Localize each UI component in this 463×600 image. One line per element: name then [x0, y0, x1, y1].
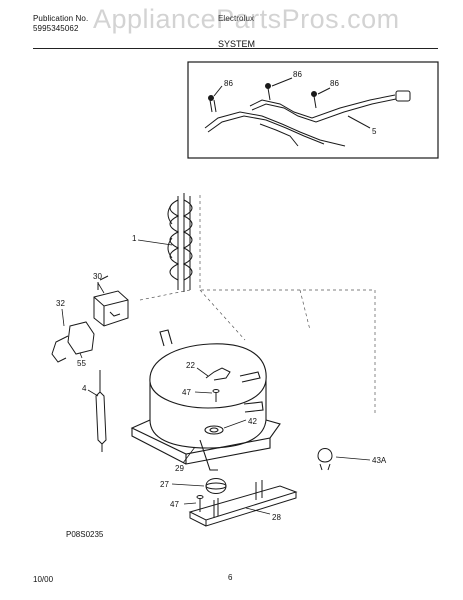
callout-5: 5 [372, 127, 377, 136]
callout-28: 28 [272, 513, 281, 522]
callout-86-c: 86 [330, 79, 339, 88]
overload-relay [51, 275, 129, 363]
page-number: 6 [228, 573, 233, 582]
diagram-code: P08S0235 [66, 530, 104, 539]
callout-55: 55 [77, 359, 86, 368]
publication-label: Publication No. [33, 14, 89, 23]
section-title: SYSTEM [218, 39, 256, 49]
footer-date: 10/00 [33, 575, 54, 584]
brand-label: Electrolux [218, 14, 255, 23]
callout-27: 27 [160, 480, 169, 489]
callout-86-a: 86 [224, 79, 233, 88]
grommet-27 [205, 478, 227, 494]
callout-30: 30 [93, 272, 102, 281]
reference-outline [139, 195, 376, 415]
callout-22: 22 [186, 361, 195, 370]
callout-42: 42 [248, 417, 257, 426]
screw-47-bottom [196, 495, 204, 512]
drier [95, 370, 107, 452]
callout-4: 4 [82, 384, 87, 393]
clip-22 [205, 367, 231, 381]
base-plate [188, 480, 298, 527]
condenser-coil [167, 193, 193, 292]
callout-32: 32 [56, 299, 65, 308]
callout-29: 29 [175, 464, 184, 473]
callout-1: 1 [132, 234, 137, 243]
watermark-text: AppliancePartsPros.com [93, 4, 400, 34]
screw-47-top [212, 389, 220, 402]
clamp-43a [317, 448, 333, 471]
callout-47-bottom: 47 [170, 500, 179, 509]
callout-43a: 43A [372, 456, 387, 465]
publication-number: 5995345062 [33, 24, 79, 33]
wiring-inset [187, 61, 439, 159]
compressor [130, 329, 281, 471]
callout-86-b: 86 [293, 70, 302, 79]
header-rule [33, 48, 438, 49]
callout-47-top: 47 [182, 388, 191, 397]
